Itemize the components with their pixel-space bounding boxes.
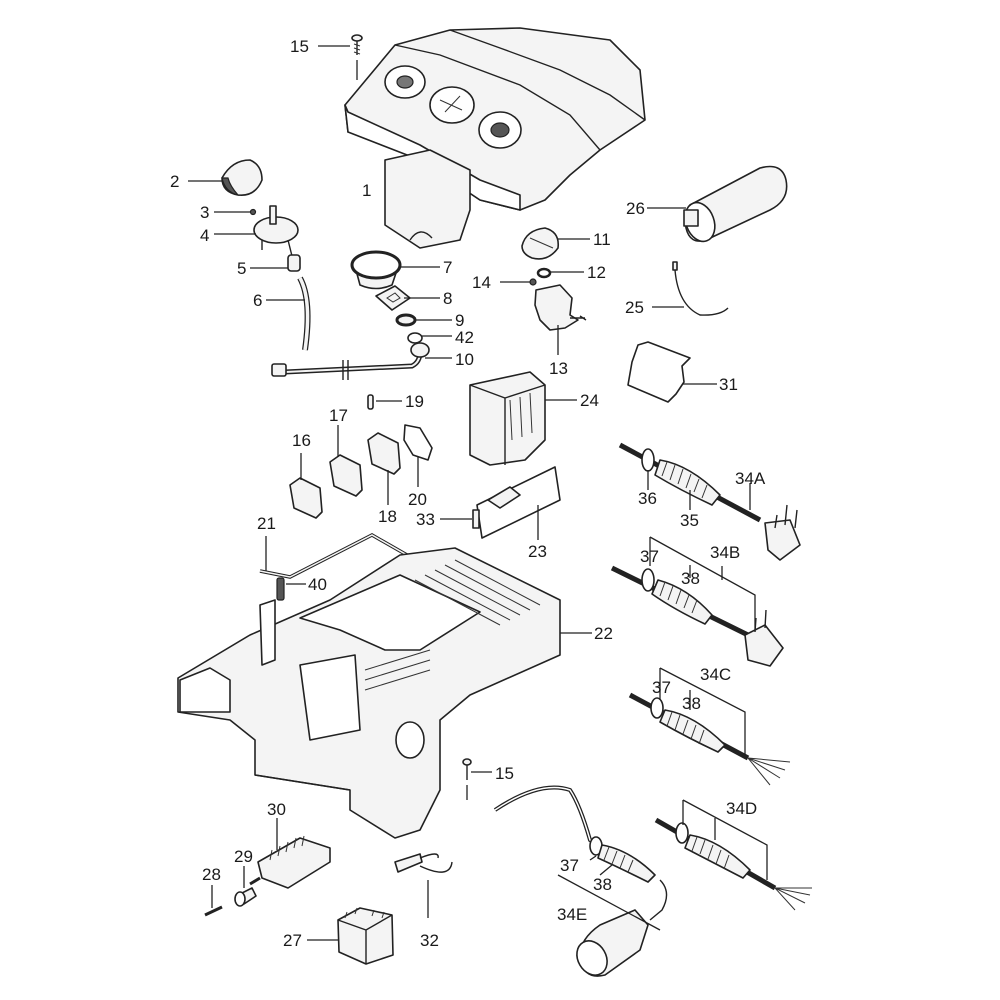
part-17-terminal — [329, 425, 363, 497]
label-35: 35 — [680, 511, 699, 530]
label-13: 13 — [549, 359, 568, 378]
part-26-capacitor — [647, 165, 788, 243]
label-37-c: 37 — [652, 678, 671, 697]
part-27-relay — [307, 907, 394, 965]
part-7-cup — [350, 250, 440, 290]
label-36: 36 — [638, 489, 657, 508]
label-22: 22 — [594, 624, 613, 643]
label-42: 42 — [455, 328, 474, 347]
label-27: 27 — [283, 931, 302, 950]
label-2: 2 — [170, 172, 180, 191]
label-38-c: 38 — [682, 694, 701, 713]
part-11-knob — [521, 227, 590, 260]
part-16-terminal — [289, 453, 323, 519]
part-2-knob — [188, 159, 263, 197]
label-11: 11 — [593, 230, 611, 249]
part-4-thermostat — [214, 205, 299, 257]
part-24-contactor — [469, 371, 577, 466]
part-22-base — [177, 547, 592, 839]
part-34A-cord — [618, 442, 801, 561]
label-8: 8 — [443, 289, 453, 308]
part-34C-cord — [628, 667, 791, 786]
part-34D-cord — [654, 799, 812, 911]
label-12: 12 — [587, 263, 606, 282]
part-34E-cord — [493, 785, 668, 977]
label-40: 40 — [308, 575, 327, 594]
label-38-b: 38 — [681, 569, 700, 588]
label-33: 33 — [416, 510, 435, 529]
label-19: 19 — [405, 392, 424, 411]
label-16: 16 — [292, 431, 311, 450]
label-38-e: 38 — [593, 875, 612, 894]
part-1-top-cover — [344, 27, 646, 249]
label-7: 7 — [443, 258, 453, 277]
label-5: 5 — [237, 259, 247, 278]
part-31-plate — [627, 341, 717, 403]
part-19-pin — [367, 394, 402, 410]
label-1: 1 — [362, 181, 372, 200]
part-25-wire — [652, 261, 729, 316]
part-6-hose — [266, 276, 311, 351]
label-3: 3 — [200, 203, 210, 222]
label-34E: 34E — [557, 905, 588, 924]
label-15-top: 15 — [290, 37, 309, 56]
part-33-connector — [440, 509, 480, 529]
part-29-bushing — [234, 866, 257, 907]
label-20: 20 — [408, 490, 427, 509]
label-18: 18 — [378, 507, 397, 526]
label-31: 31 — [719, 375, 738, 394]
label-9: 9 — [455, 311, 465, 330]
part-18-terminal — [367, 432, 401, 505]
part-42-oring — [407, 332, 452, 344]
part-10-pipe — [271, 342, 452, 380]
label-37-b: 37 — [640, 547, 659, 566]
part-14-screw — [500, 278, 537, 286]
label-37-e: 37 — [560, 856, 579, 875]
part-13-switch — [534, 284, 587, 355]
part-15-screw-top — [318, 34, 363, 80]
label-26: 26 — [626, 199, 645, 218]
label-25: 25 — [625, 298, 644, 317]
label-34B: 34B — [710, 543, 741, 562]
part-32-filter — [394, 853, 453, 918]
part-12-ring — [536, 267, 584, 279]
label-34C: 34C — [700, 665, 732, 684]
label-28: 28 — [202, 865, 221, 884]
label-21: 21 — [257, 514, 276, 533]
part-20-plate — [403, 424, 433, 487]
part-30-selector — [249, 818, 331, 889]
part-23-board — [476, 466, 561, 540]
label-15-lower: 15 — [495, 764, 514, 783]
label-32: 32 — [420, 931, 439, 950]
label-6: 6 — [253, 291, 263, 310]
part-28-screw — [204, 885, 223, 917]
label-24: 24 — [580, 391, 599, 410]
part-15-screw-lower — [462, 758, 492, 800]
label-34D: 34D — [726, 799, 758, 818]
label-23: 23 — [528, 542, 547, 561]
label-14: 14 — [472, 273, 491, 292]
part-8-gasket — [375, 285, 440, 311]
part-34B-cord — [610, 536, 784, 667]
part-9-washer — [395, 313, 452, 327]
label-30: 30 — [267, 800, 286, 819]
part-40-grommet — [276, 577, 306, 601]
label-10: 10 — [455, 350, 474, 369]
label-17: 17 — [329, 406, 348, 425]
label-29: 29 — [234, 847, 253, 866]
label-4: 4 — [200, 226, 210, 245]
label-34A: 34A — [735, 469, 766, 488]
part-5-sleeve — [250, 254, 301, 272]
